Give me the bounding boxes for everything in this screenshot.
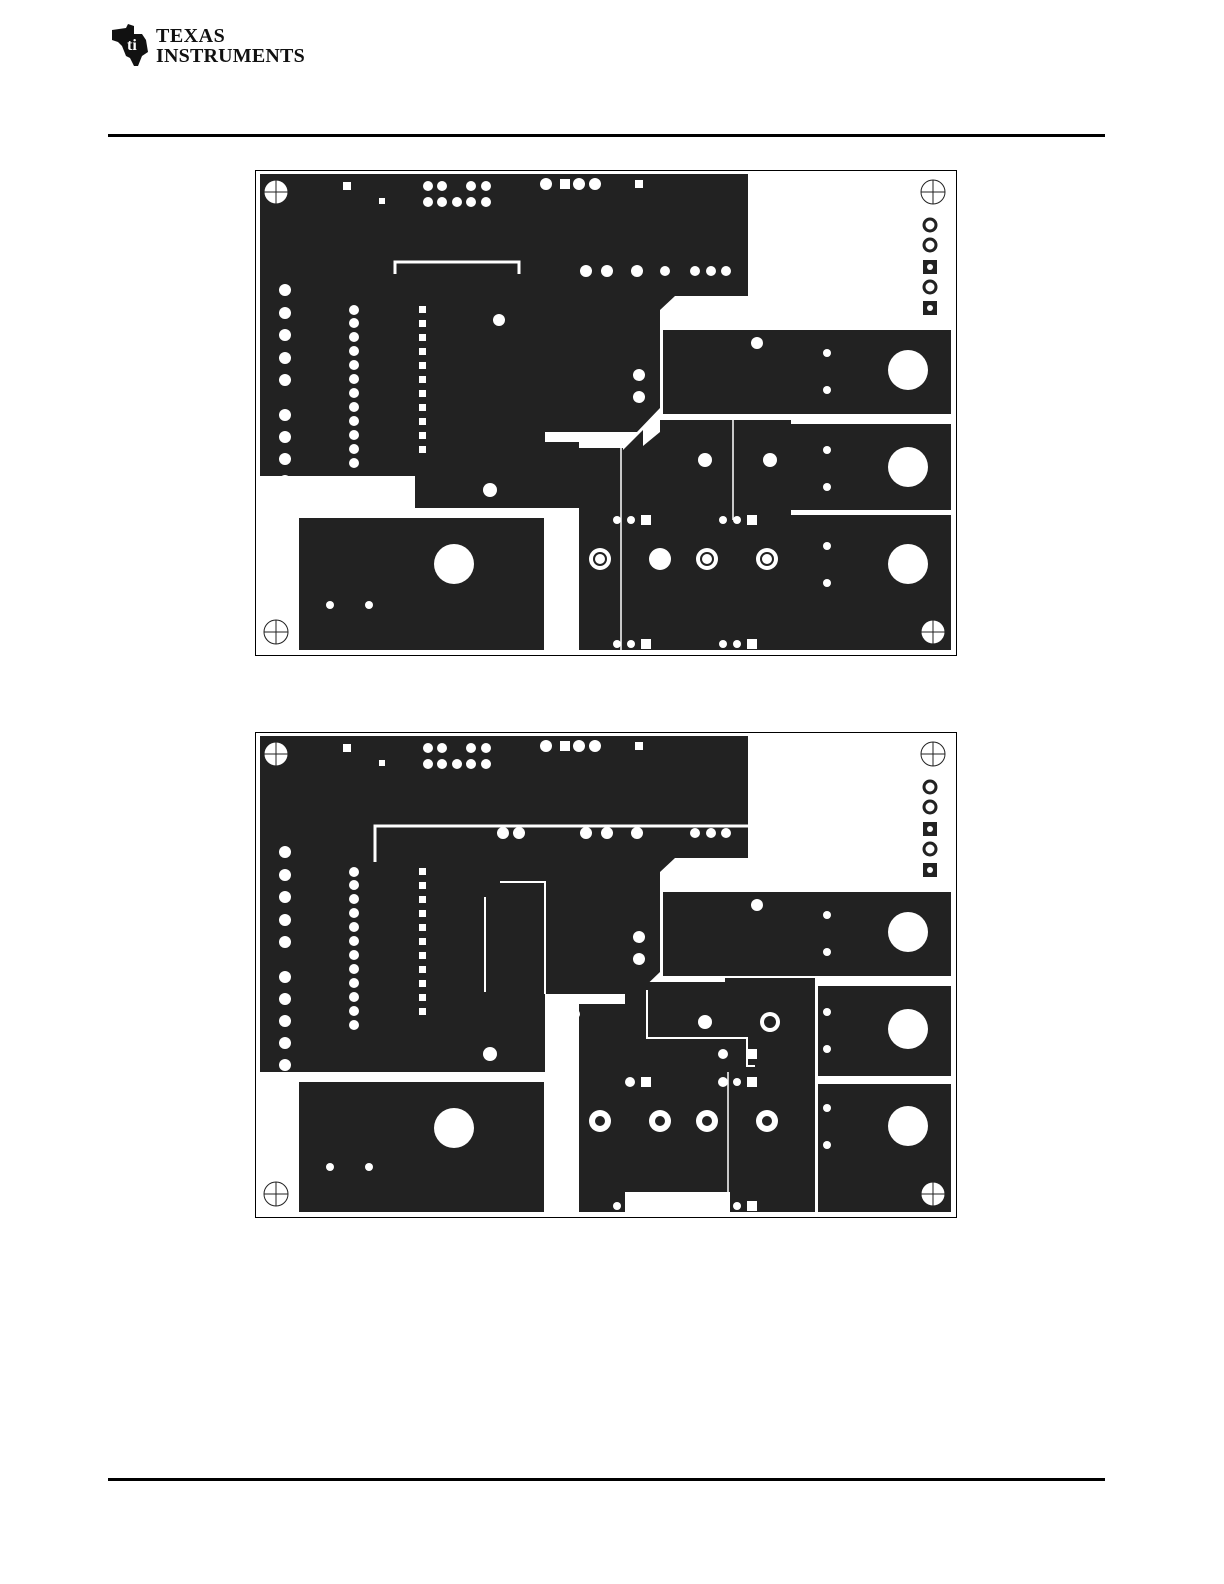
pcb-layer-bottom	[255, 732, 957, 1218]
footer-rule	[108, 1478, 1105, 1481]
pcb-layer-top	[255, 170, 957, 656]
header-rule	[108, 134, 1105, 137]
brand-line-1: TEXAS	[156, 26, 305, 46]
brand-name: TEXAS INSTRUMENTS	[156, 26, 305, 66]
svg-text:ti: ti	[127, 37, 137, 54]
ti-logo-icon: ti	[108, 22, 152, 68]
brand-line-2: INSTRUMENTS	[156, 46, 305, 66]
ti-logo: ti TEXAS INSTRUMENTS	[108, 22, 308, 72]
